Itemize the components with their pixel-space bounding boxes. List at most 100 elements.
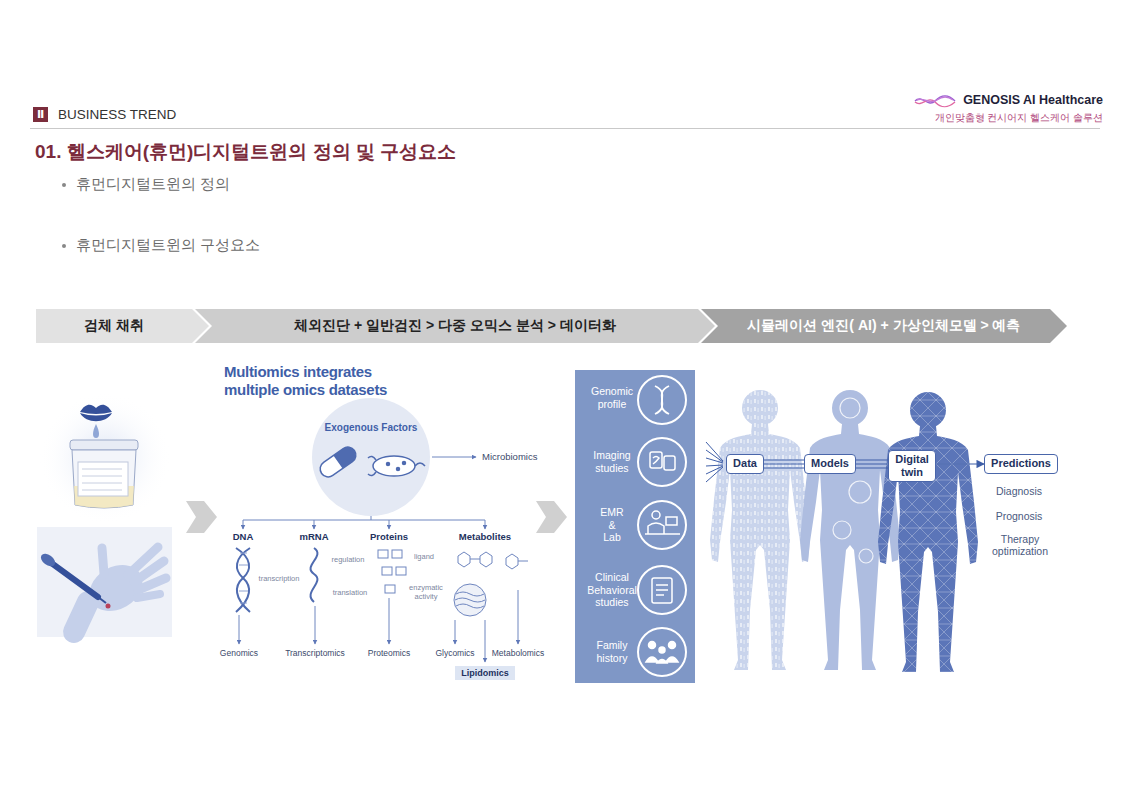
metabolite-icons	[518, 561, 528, 562]
metabolite-icons	[454, 584, 486, 616]
prediction-item: Therapy optimization	[992, 533, 1048, 557]
specimen-cup	[82, 476, 122, 477]
dna-helix	[236, 548, 250, 612]
mrna-strand	[311, 548, 318, 602]
dna-helix	[240, 603, 247, 604]
omics-label: Transcriptomics	[285, 648, 345, 658]
dna-helix	[239, 565, 248, 566]
data-stream	[706, 466, 723, 474]
connector	[936, 464, 984, 465]
blood-sample	[74, 602, 88, 632]
chevron-shape	[195, 309, 715, 343]
section-number: Ⅱ	[33, 107, 48, 122]
omics-label: Genomics	[220, 648, 258, 658]
specimen-cup	[82, 469, 122, 470]
data-stream	[706, 458, 723, 463]
specimen-cup	[39, 392, 171, 524]
source-label: Clinical Behavioral studies	[587, 571, 637, 609]
human-figure	[833, 521, 851, 539]
node-text: 검체 채취	[84, 317, 144, 335]
specimen-cup	[78, 462, 128, 496]
connector-line	[764, 459, 804, 460]
specimen-cup	[72, 450, 136, 508]
specimen-cup	[82, 483, 122, 484]
protein-icons	[396, 567, 406, 575]
bullet-dot	[62, 244, 66, 248]
omics-tree	[243, 520, 244, 529]
omics-tree	[485, 620, 486, 662]
connector-line	[856, 459, 888, 460]
blood-sample	[98, 597, 106, 603]
molecule-label: DNA	[233, 531, 254, 542]
omics-label: Microbiomics	[482, 451, 537, 462]
node-text: Lipidomics	[461, 668, 509, 678]
data-stream	[706, 467, 723, 482]
header-rule	[30, 128, 1100, 129]
specimen-cup	[80, 413, 112, 421]
node-text: Models	[811, 457, 849, 470]
process-box: Models	[804, 454, 856, 473]
process-chevron: 검체 채취	[36, 309, 209, 343]
bullet-dot	[62, 183, 66, 187]
connector-line	[764, 463, 804, 464]
molecule-label: mRNA	[299, 531, 328, 542]
omics-tree	[485, 520, 486, 529]
connector	[764, 460, 804, 468]
molecule-label: Proteins	[370, 531, 408, 542]
process-box: Data	[726, 454, 764, 473]
process-box: Digital twin	[888, 450, 936, 482]
human-figure	[710, 390, 978, 672]
data-stream	[706, 465, 723, 466]
node-text: Predictions	[991, 457, 1051, 470]
bullet-item: 휴먼디지털트윈의 정의	[76, 175, 230, 194]
dna-helix	[239, 591, 248, 592]
data-stream	[706, 450, 723, 462]
human-figure	[833, 398, 873, 563]
prediction-item: Prognosis	[996, 510, 1043, 522]
process-label: ligand	[413, 552, 435, 561]
process-label: translation	[332, 588, 369, 597]
brand-name: GENOSIS AI Healthcare	[963, 93, 1103, 107]
section-label: BUSINESS TREND	[58, 107, 176, 122]
blood-sample	[102, 548, 104, 574]
human-figure	[878, 392, 978, 672]
process-box: Predictions	[984, 454, 1058, 473]
dna-helix	[240, 553, 247, 554]
data-source-panel: Genomic profileImaging studiesEMR & LabC…	[575, 370, 695, 683]
process-chevron: 시뮬레이션 엔진( AI) + 가상인체모델 > 예측	[701, 309, 1067, 343]
process-chevron: 체외진단 + 일반검진 > 다중 오믹스 분석 > 데이터화	[195, 309, 715, 343]
logo-wave	[915, 96, 955, 107]
protein-icons	[392, 550, 402, 558]
specimen-cup	[82, 490, 122, 491]
human-figure	[878, 392, 978, 672]
prediction-item: Diagnosis	[996, 485, 1042, 497]
node-text: Exogenous Factors	[318, 422, 424, 433]
omics-label: Proteomics	[368, 648, 411, 658]
chevron-shape	[701, 309, 1067, 343]
specimen-cup	[93, 424, 99, 438]
factor-circle: Exogenous Factors	[312, 398, 430, 516]
specimen-cup	[80, 405, 112, 414]
process-label: enzymatic activity	[408, 583, 444, 601]
node-text: 시뮬레이션 엔진( AI) + 가상인체모델 > 예측	[747, 317, 1020, 335]
logo-wave	[917, 97, 953, 102]
blood-sample	[37, 527, 172, 637]
connector-line	[856, 463, 888, 464]
omics-tree	[455, 620, 456, 644]
connector-line	[764, 467, 804, 468]
metabolite-icons	[480, 552, 492, 567]
process-label: transcription	[258, 574, 301, 583]
slide-title: 01. 헬스케어(휴먼)디지털트윈의 정의 및 구성요소	[35, 139, 456, 165]
blood-sample	[137, 594, 160, 598]
node-text: 체외진단 + 일반검진 > 다중 오믹스 분석 > 데이터화	[294, 317, 616, 335]
omics-tree	[518, 590, 519, 644]
omics-tree	[239, 615, 240, 644]
source-label: Genomic profile	[591, 385, 633, 410]
mrna-strand	[311, 548, 318, 602]
specimen-cup	[70, 440, 138, 450]
flow-arrow	[186, 501, 217, 533]
human-figure	[840, 398, 860, 418]
dna-helix	[236, 548, 250, 612]
blood-sample	[39, 551, 58, 568]
